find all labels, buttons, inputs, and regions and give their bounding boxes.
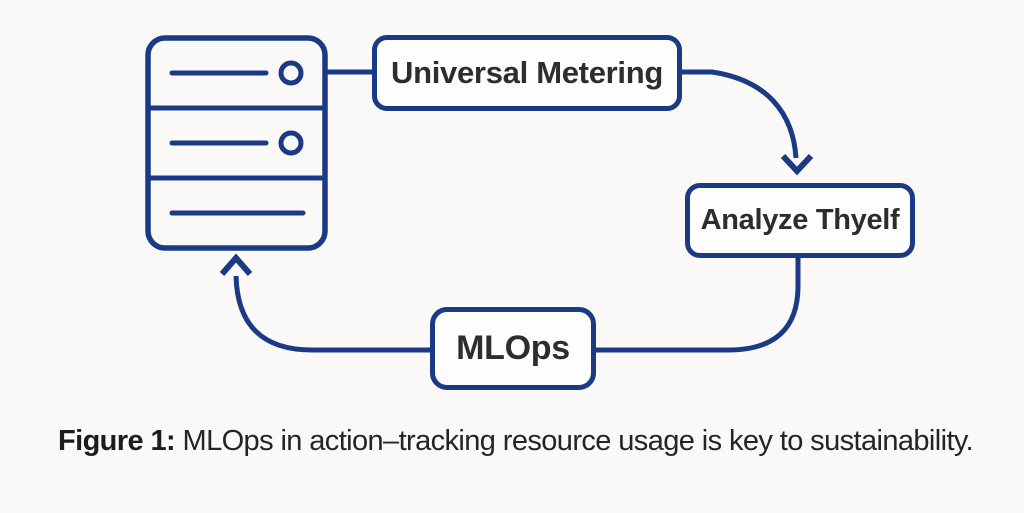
node-analyze-thyself: Analyze Thyelf [685, 183, 915, 258]
connector-metering-to-analyze [682, 69, 799, 159]
node-mlops: MLOps [430, 307, 596, 390]
caption-prefix: Figure 1: [58, 425, 176, 457]
node-universal-metering-label: Universal Metering [391, 55, 663, 90]
figure-caption: Figure 1: MLOps in action–tracking resou… [58, 425, 974, 458]
arrowhead-up-icon [219, 253, 253, 276]
connector-analyze-to-mlops [596, 257, 801, 353]
flow-connectors [219, 69, 814, 353]
server-icon [145, 35, 328, 251]
arrowhead-down-icon [780, 153, 814, 176]
caption-body: MLOps in action–tracking resource usage … [175, 425, 974, 457]
server-led-2 [278, 130, 304, 156]
connector-mlops-to-server [233, 275, 430, 353]
node-mlops-label: MLOps [456, 329, 570, 367]
node-universal-metering: Universal Metering [372, 35, 682, 111]
server-outline [145, 35, 328, 251]
server-led-1 [278, 60, 304, 86]
node-analyze-thyself-label: Analyze Thyelf [700, 204, 900, 236]
